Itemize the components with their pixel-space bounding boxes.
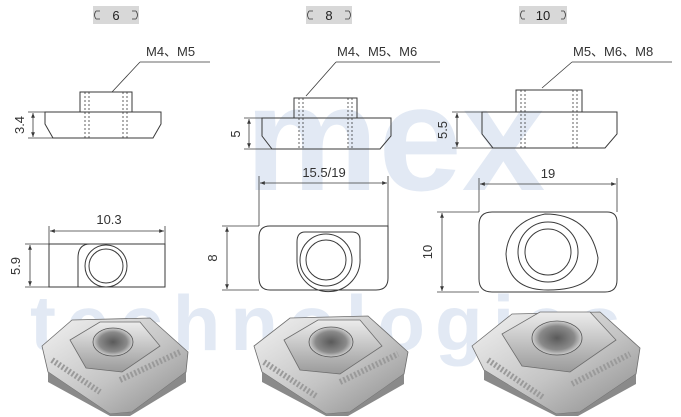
slot-10-width-value: 19 — [541, 166, 555, 181]
slot-6-height-value: 3.4 — [12, 116, 27, 134]
slot-10-height-value: 5.5 — [435, 121, 450, 139]
slot-10-width-dimension: 19 — [478, 166, 618, 212]
slot-6-thread-label: M4、M5 — [146, 44, 195, 59]
slot-6-tag: 6 — [93, 6, 139, 24]
slot-8-depth-dimension: 8 — [205, 225, 259, 291]
slot-6-top-view — [48, 243, 166, 288]
slot-6-width-dimension: 10.3 — [48, 212, 166, 244]
slot-6-depth-value: 5.9 — [8, 257, 23, 275]
slot-8-width-dimension: 15.5/19 — [258, 165, 389, 226]
slot-8-tag: 8 — [306, 6, 352, 24]
slot-10-render — [471, 311, 641, 416]
slot-10-top-view — [478, 211, 618, 293]
slot-10-group: 10 M5、M6、M8 5.5 19 — [420, 6, 672, 416]
slot-6-side-view — [44, 91, 162, 139]
slot-8-top-view — [258, 225, 389, 292]
slot-8-height-dimension: 5 — [228, 117, 272, 150]
slot-8-thread-leader — [305, 61, 440, 97]
slot-8-depth-value: 8 — [205, 254, 220, 261]
slot-6-thread-leader — [111, 61, 210, 93]
slot-10-tag-label: 10 — [536, 8, 550, 23]
slot-10-depth-value: 10 — [420, 245, 435, 259]
slot-8-side-view — [261, 97, 392, 150]
slot-10-height-dimension: 5.5 — [435, 111, 493, 149]
slot-6-width-value: 10.3 — [96, 212, 121, 227]
slot-10-tag: 10 — [519, 6, 567, 24]
slot-8-group: 8 M4、M5、M6 5 15.5/19 — [205, 6, 440, 416]
slot-8-width-value: 15.5/19 — [302, 165, 345, 180]
slot-10-depth-dimension: 10 — [420, 211, 479, 293]
slot-6-tag-label: 6 — [112, 8, 119, 23]
slot-6-depth-dimension: 5.9 — [8, 243, 49, 288]
slot-8-render — [253, 315, 409, 416]
slot-10-side-view — [481, 89, 618, 149]
slot-6-height-dimension: 3.4 — [12, 111, 53, 139]
slot-6-render — [41, 317, 189, 416]
slot-10-thread-label: M5、M6、M8 — [573, 44, 653, 59]
slot-8-tag-label: 8 — [325, 8, 332, 23]
slot-10-thread-leader — [541, 61, 672, 89]
slot-6-group: 6 M4、M5 3.4 — [8, 6, 210, 416]
slot-8-thread-label: M4、M5、M6 — [337, 44, 417, 59]
slot-8-height-value: 5 — [228, 130, 243, 137]
watermark-main: mex — [245, 54, 545, 222]
